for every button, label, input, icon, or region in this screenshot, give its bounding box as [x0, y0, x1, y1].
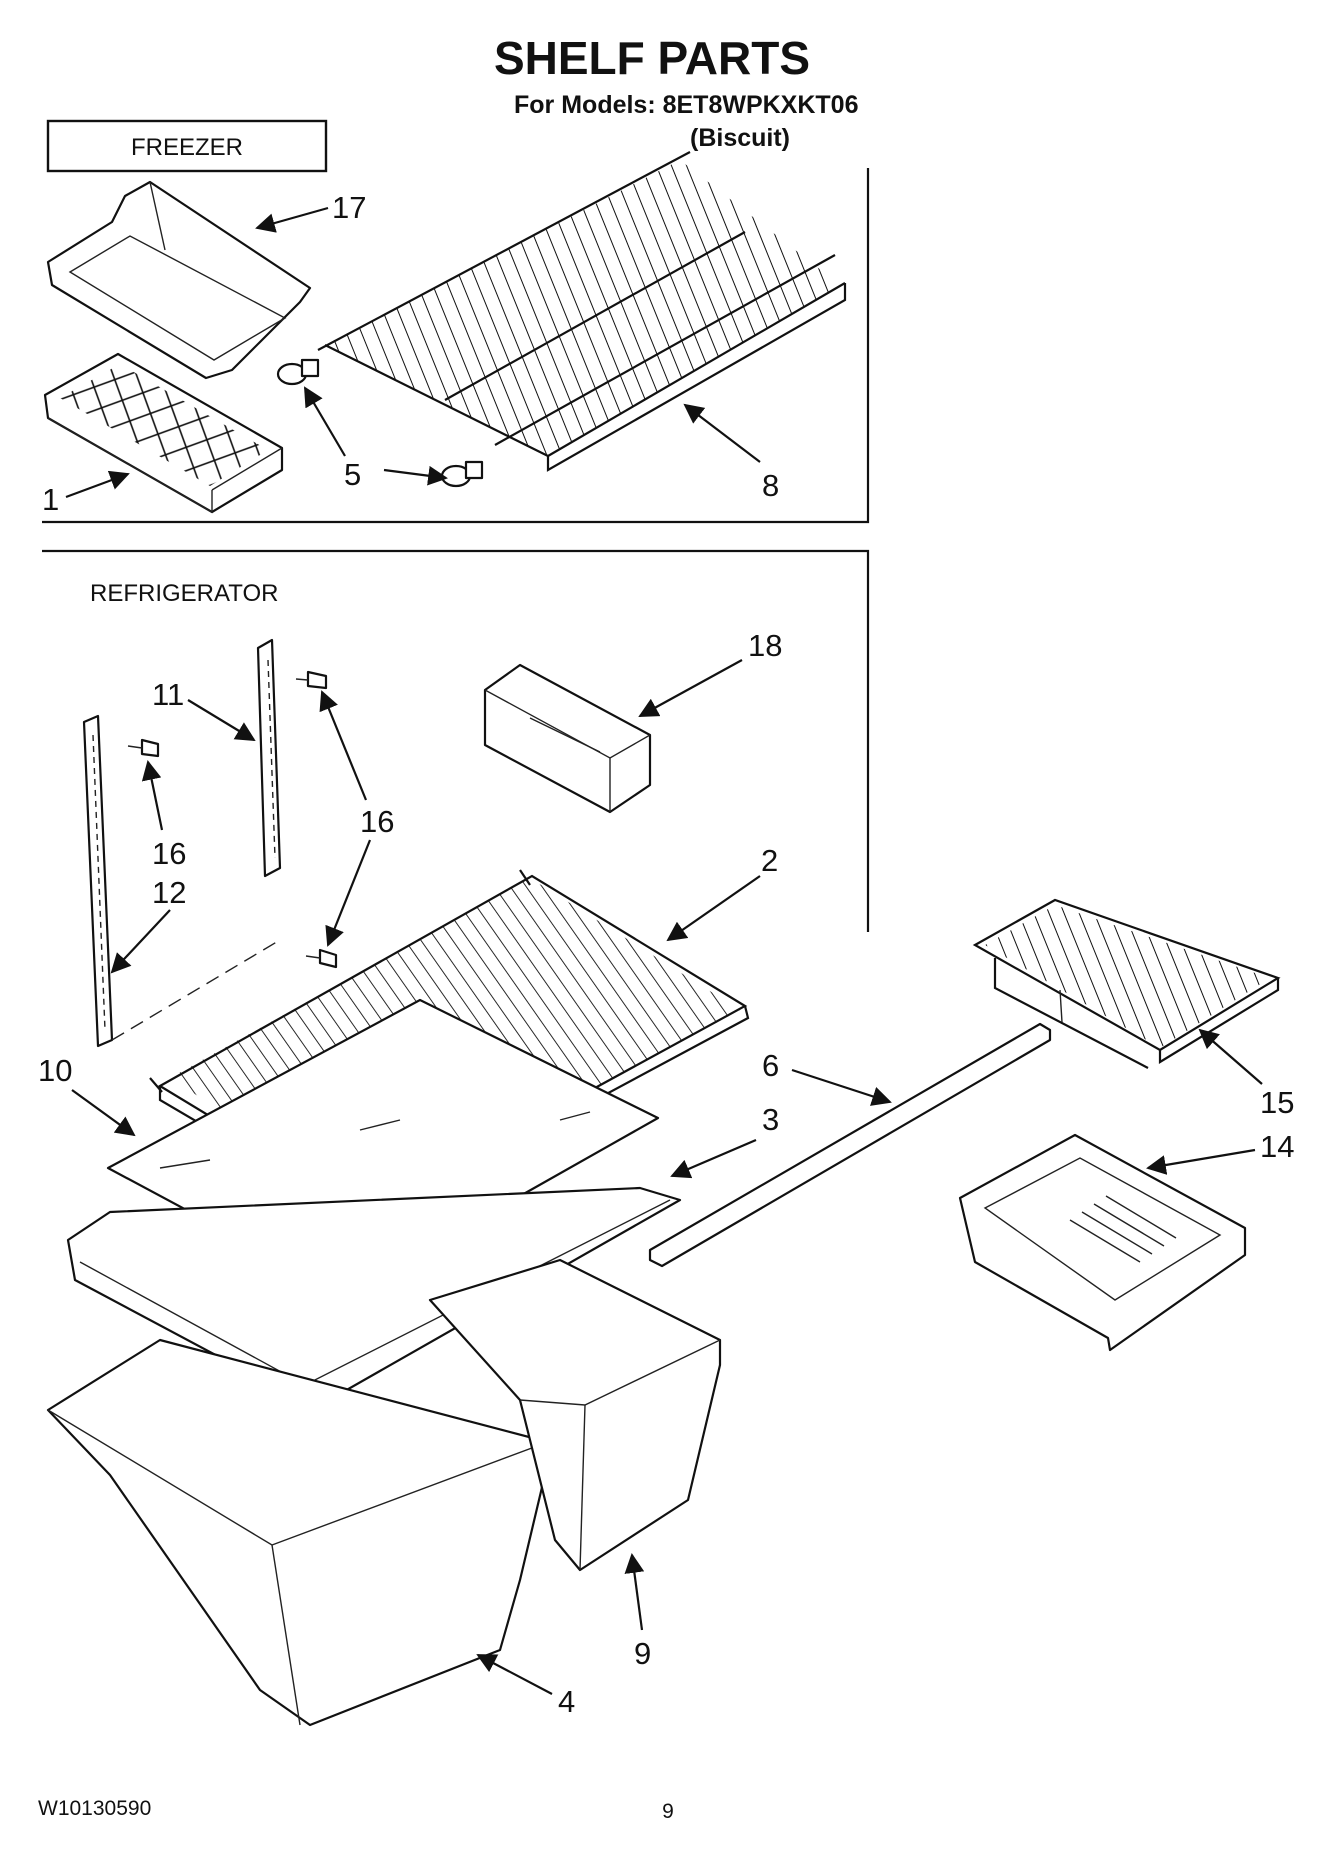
page-number: 9 [662, 1800, 674, 1823]
callout-5: 5 [344, 457, 361, 492]
ice-tray-part [43, 352, 284, 514]
callout-11: 11 [152, 677, 184, 712]
callout-8: 8 [762, 468, 779, 503]
freezer-shelf-support-upper [276, 358, 320, 386]
freezer-label-box [46, 119, 328, 173]
freezer-wire-shelf-part [317, 151, 847, 472]
callout-3: 3 [762, 1102, 779, 1137]
left-shelf-ladder-part [82, 714, 114, 1048]
callout-16-left: 16 [152, 836, 186, 871]
door-bin-part [483, 663, 652, 814]
shelf-trim-strip-part [648, 1022, 1052, 1268]
freezer-section-border [42, 168, 870, 524]
page-title: SHELF PARTS [494, 32, 810, 84]
snack-pan-cover-part [972, 898, 1281, 1069]
freezer-label: FREEZER [131, 134, 243, 161]
callout-2: 2 [761, 843, 778, 878]
screw-left [127, 738, 160, 758]
ladder-alignment-line [111, 939, 281, 1041]
callout-17: 17 [332, 190, 366, 225]
refrigerator-section-border [42, 549, 870, 932]
color-line: (Biscuit) [690, 124, 790, 152]
left-crisper-drawer-part [46, 1338, 550, 1727]
callout-16-right: 16 [360, 804, 394, 839]
screw-lower-right [305, 948, 338, 969]
models-line: For Models: 8ET8WPKXKT06 [514, 91, 859, 119]
callout-6: 6 [762, 1048, 779, 1083]
callout-15: 15 [1260, 1085, 1294, 1120]
right-crisper-drawer-part [428, 1258, 722, 1572]
callout-12: 12 [152, 875, 186, 910]
right-shelf-ladder-part [256, 638, 282, 878]
callout-9: 9 [634, 1636, 651, 1671]
freezer-shelf-support-lower [440, 460, 484, 488]
snack-pan-part [958, 1133, 1247, 1352]
doc-number: W10130590 [38, 1797, 151, 1820]
callout-1: 1 [42, 482, 59, 517]
callout-18: 18 [748, 628, 782, 663]
screw-upper-right [295, 670, 328, 690]
refrigerator-label: REFRIGERATOR [90, 580, 278, 607]
ice-bin-part [46, 180, 312, 380]
callout-14: 14 [1260, 1129, 1294, 1164]
callout-10: 10 [38, 1053, 72, 1088]
callout-4: 4 [558, 1684, 575, 1719]
